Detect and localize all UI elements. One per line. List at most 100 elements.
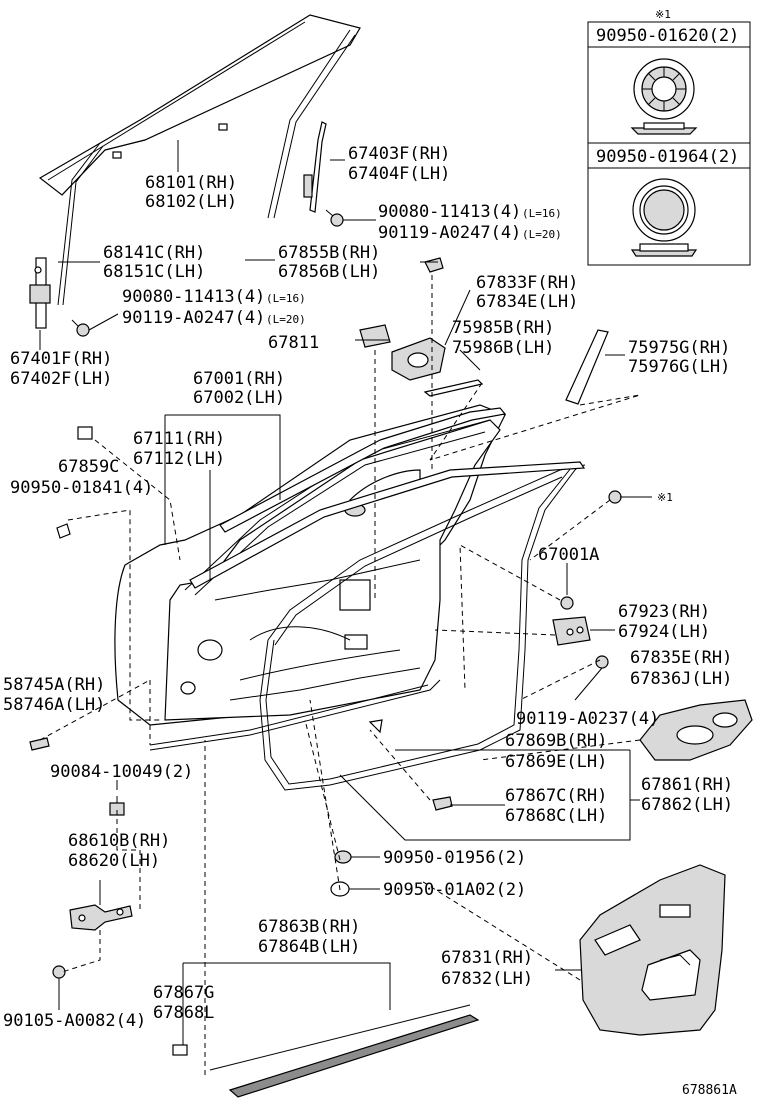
label-90080-a: 90080-11413(4) xyxy=(378,202,521,222)
silencer-pad xyxy=(29,737,50,751)
label-67811: 67811 xyxy=(268,333,319,353)
label-67868L: 67868L xyxy=(153,1003,214,1023)
door-glass xyxy=(38,14,361,196)
label-75985B: 75985B(RH) xyxy=(452,318,554,338)
label-67868C: 67868C(LH) xyxy=(505,806,607,826)
plug-icon xyxy=(608,490,622,504)
label-67869E: 67869E(LH) xyxy=(505,752,607,772)
label-67923: 67923(RH) xyxy=(618,602,710,622)
stopper-block xyxy=(77,426,93,440)
inner-belt-moulding xyxy=(189,461,586,589)
label-68101: 68101(RH) xyxy=(145,173,237,193)
label-75976G: 75976G(LH) xyxy=(628,357,730,377)
grommet-icon xyxy=(630,178,698,257)
label-ref1: ※1 xyxy=(657,491,673,504)
label-67111: 67111(RH) xyxy=(133,429,225,449)
label-68141C: 68141C(RH) xyxy=(103,243,205,263)
label-58746A: 58746A(LH) xyxy=(3,695,105,715)
label-90119-b: 90119-A0247(4) xyxy=(122,308,265,328)
door-trim-panel xyxy=(579,864,726,1036)
label-90950-01841: 90950-01841(4) xyxy=(10,478,153,498)
part-labels: 68101(RH) 68102(LH) 67403F(RH) 67404F(LH… xyxy=(3,144,737,1098)
cushion-block xyxy=(359,324,391,348)
inset-row2-label: 90950-01964(2) xyxy=(596,147,739,167)
frame-garnish xyxy=(565,329,609,405)
label-75975G: 75975G(RH) xyxy=(628,338,730,358)
label-67403F: 67403F(RH) xyxy=(348,144,450,164)
label-90080-b-note: (L=16) xyxy=(266,292,306,305)
label-67001: 67001(RH) xyxy=(193,369,285,389)
label-67834E: 67834E(LH) xyxy=(476,292,578,312)
label-67833F: 67833F(RH) xyxy=(476,273,578,293)
plug-icon xyxy=(560,596,574,610)
label-67867G: 67867G xyxy=(153,983,214,1003)
bolt-icon xyxy=(595,655,609,669)
label-67864B: 67864B(LH) xyxy=(258,937,360,957)
bolt-icon xyxy=(325,209,344,227)
label-67001A: 67001A xyxy=(538,545,599,565)
plug-icon xyxy=(334,850,352,864)
leader-lines xyxy=(39,140,652,1045)
clip-icon xyxy=(424,257,444,273)
outer-belt-moulding xyxy=(219,407,507,533)
inset-row1-label: 90950-01620(2) xyxy=(596,26,739,46)
label-67862: 67862(LH) xyxy=(641,795,733,815)
label-67855B: 67855B(RH) xyxy=(278,243,380,263)
clip-icon xyxy=(368,719,383,734)
label-90080-a-note: (L=16) xyxy=(522,207,562,220)
inset-marker: ※1 xyxy=(655,8,671,21)
label-67924: 67924(LH) xyxy=(618,622,710,642)
label-67002: 67002(LH) xyxy=(193,388,285,408)
bolt-icon xyxy=(71,319,90,337)
label-90119-a: 90119-A0247(4) xyxy=(378,223,521,243)
grommet-icon xyxy=(630,58,698,135)
label-90119-A0237: 90119-A0237(4) xyxy=(516,709,659,729)
label-67402F: 67402F(LH) xyxy=(10,369,112,389)
label-67401F: 67401F(RH) xyxy=(10,349,112,369)
lower-seal xyxy=(149,679,441,751)
label-68620: 68620(LH) xyxy=(68,851,160,871)
bolt-icon xyxy=(52,965,66,979)
label-90080-b: 90080-11413(4) xyxy=(122,287,265,307)
label-67112: 67112(LH) xyxy=(133,449,225,469)
label-67869B: 67869B(RH) xyxy=(505,731,607,751)
inset-box: ※1 90950-01620(2) 90950-01964(2) xyxy=(587,8,751,266)
label-67867C: 67867C(RH) xyxy=(505,786,607,806)
label-67856B: 67856B(LH) xyxy=(278,262,380,282)
label-90950-01A02: 90950-01A02(2) xyxy=(383,880,526,900)
door-hinge xyxy=(69,904,133,931)
rear-glass-channel xyxy=(267,29,351,219)
handle-bracket xyxy=(391,337,446,381)
label-67863B: 67863B(RH) xyxy=(258,917,360,937)
plug-icon xyxy=(56,523,71,539)
label-68102: 68102(LH) xyxy=(145,192,237,212)
belt-strip xyxy=(423,379,484,397)
label-67859C: 67859C xyxy=(58,457,119,477)
door-stopper-bracket xyxy=(552,616,591,646)
label-68610B: 68610B(RH) xyxy=(68,831,170,851)
label-67831: 67831(RH) xyxy=(441,948,533,968)
label-67836J: 67836J(LH) xyxy=(630,669,732,689)
label-68151C: 68151C(LH) xyxy=(103,262,205,282)
label-90105: 90105-A0082(4) xyxy=(3,1011,146,1031)
diagram-id: 678861A xyxy=(682,1083,737,1098)
clip-icon xyxy=(432,796,453,811)
front-regulator-rail xyxy=(29,257,51,329)
rear-regulator-rail xyxy=(303,121,327,213)
label-67404F: 67404F(LH) xyxy=(348,164,450,184)
rocker-moulding xyxy=(209,1004,480,1098)
label-75986B: 75986B(LH) xyxy=(452,338,554,358)
glass-run-front xyxy=(57,142,101,306)
clip-icon xyxy=(172,1044,188,1056)
label-90084: 90084-10049(2) xyxy=(50,762,193,782)
assembly-lines xyxy=(39,275,641,1075)
label-67861: 67861(RH) xyxy=(641,775,733,795)
label-58745A: 58745A(RH) xyxy=(3,675,105,695)
label-90950-01956: 90950-01956(2) xyxy=(383,848,526,868)
label-67832: 67832(LH) xyxy=(441,969,533,989)
label-90119-b-note: (L=20) xyxy=(266,313,306,326)
label-67835E: 67835E(RH) xyxy=(630,648,732,668)
service-hole-cover xyxy=(639,699,753,761)
label-90119-a-note: (L=20) xyxy=(522,228,562,241)
